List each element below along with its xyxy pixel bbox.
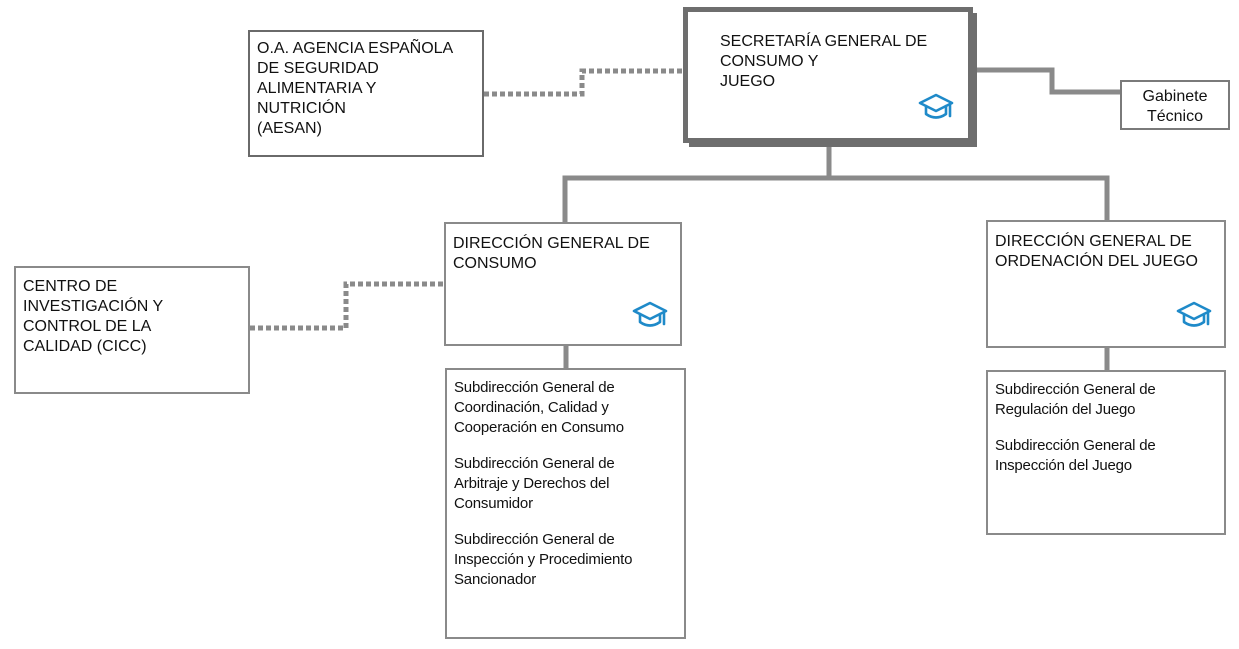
subdireccion-item[interactable]: Subdirección General de Coordinación, Ca… xyxy=(454,379,624,436)
subdireccion-item[interactable]: Subdirección General de Inspección del J… xyxy=(995,437,1156,474)
cicc-label: CENTRO DE INVESTIGACIÓN Y CONTROL DE LA … xyxy=(23,278,164,355)
direccion-general-consumo-label: DIRECCIÓN GENERAL DE CONSUMO xyxy=(453,235,650,272)
direccion-general-consumo-box[interactable]: DIRECCIÓN GENERAL DE CONSUMO xyxy=(444,222,682,346)
gabinete-tecnico-label: Gabinete Técnico xyxy=(1142,88,1208,125)
connector-sg-to-directorates xyxy=(562,147,832,222)
subdirecciones-juego-list: Subdirección General de Regulación del J… xyxy=(995,380,1220,492)
subdirecciones-juego-box: Subdirección General de Regulación del J… xyxy=(986,370,1226,535)
cicc-box[interactable]: CENTRO DE INVESTIGACIÓN Y CONTROL DE LA … xyxy=(14,266,250,394)
secretaria-general-box[interactable]: SECRETARÍA GENERAL DE CONSUMO Y JUEGO xyxy=(683,7,973,143)
dotted-connector-cicc xyxy=(250,281,444,331)
aesan-box[interactable]: O.A. AGENCIA ESPAÑOLA DE SEGURIDAD ALIME… xyxy=(248,30,484,157)
subdirecciones-consumo-list: Subdirección General de Coordinación, Ca… xyxy=(454,378,680,606)
graduation-cap-icon xyxy=(632,301,668,327)
graduation-cap-icon xyxy=(918,93,954,119)
direccion-general-ordenacion-juego-box[interactable]: DIRECCIÓN GENERAL DE ORDENACIÓN DEL JUEG… xyxy=(986,220,1226,348)
gabinete-tecnico-box[interactable]: Gabinete Técnico xyxy=(1120,80,1230,130)
graduation-cap-icon xyxy=(1176,301,1212,327)
aesan-label: O.A. AGENCIA ESPAÑOLA DE SEGURIDAD ALIME… xyxy=(257,40,454,137)
dotted-connector-aesan xyxy=(484,68,683,97)
subdireccion-item[interactable]: Subdirección General de Inspección y Pro… xyxy=(454,531,633,588)
subdireccion-item[interactable]: Subdirección General de Arbitraje y Dere… xyxy=(454,455,615,512)
subdirecciones-consumo-box: Subdirección General de Coordinación, Ca… xyxy=(445,368,686,639)
connector-sg-to-gabinete xyxy=(973,67,1120,95)
subdireccion-item[interactable]: Subdirección General de Regulación del J… xyxy=(995,381,1156,418)
connector-sg-to-dgoj xyxy=(829,175,1110,220)
direccion-general-ordenacion-juego-label: DIRECCIÓN GENERAL DE ORDENACIÓN DEL JUEG… xyxy=(995,233,1198,270)
secretaria-general-label: SECRETARÍA GENERAL DE CONSUMO Y JUEGO xyxy=(720,33,928,90)
